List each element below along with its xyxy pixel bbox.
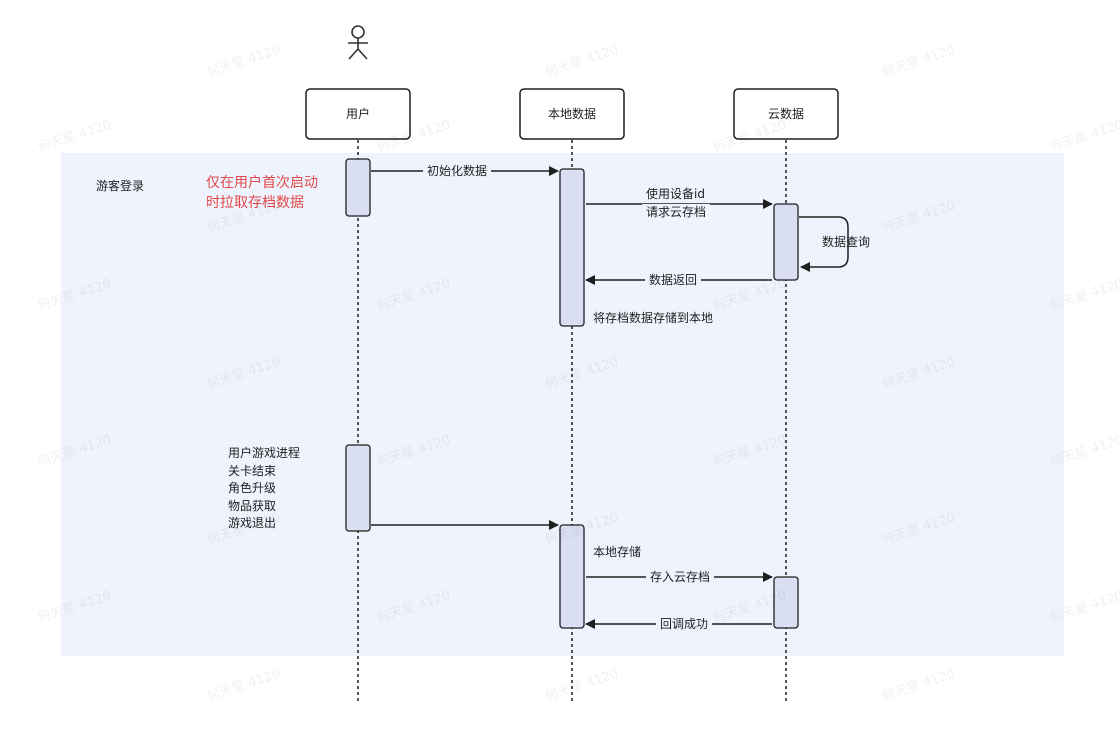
actor-icon: [348, 25, 368, 60]
message-label-store-local: 将存档数据存储到本地: [593, 311, 714, 325]
activation-user-1: [345, 158, 371, 217]
message-label-request-1: 使用设备id: [642, 186, 709, 203]
activation-cloud-2: [773, 576, 799, 629]
activation-cloud-1: [773, 203, 799, 281]
participant-label-user: 用户: [345, 107, 370, 121]
participant-label-cloud: 云数据: [767, 107, 804, 121]
frame-title: 游客登录: [96, 179, 145, 193]
message-label-local-save: 本地存储: [593, 545, 642, 559]
message-label-callback: 回调成功: [656, 616, 713, 633]
participant-box-user: [305, 88, 411, 140]
participant-box-local: [519, 88, 625, 140]
message-label-query: 数据查询: [822, 235, 871, 249]
message-label-init: 初始化数据: [423, 163, 492, 180]
message-label-return: 数据返回: [645, 272, 702, 289]
message-label-cloud-save: 存入云存档: [646, 569, 715, 586]
activation-user-2: [345, 444, 371, 532]
participant-label-local: 本地数据: [547, 107, 596, 121]
activation-local-1: [559, 168, 585, 327]
message-label-request-2: 请求云存档: [642, 204, 711, 221]
arrow-query-self: [799, 216, 849, 272]
message-label-progress: 用户游戏进程 关卡结束 角色升级 物品获取 游戏退出: [228, 446, 301, 530]
participant-box-cloud: [733, 88, 839, 140]
activation-local-2: [559, 524, 585, 629]
first-launch-note: 仅在用户首次启动 时拉取存档数据: [206, 175, 318, 211]
